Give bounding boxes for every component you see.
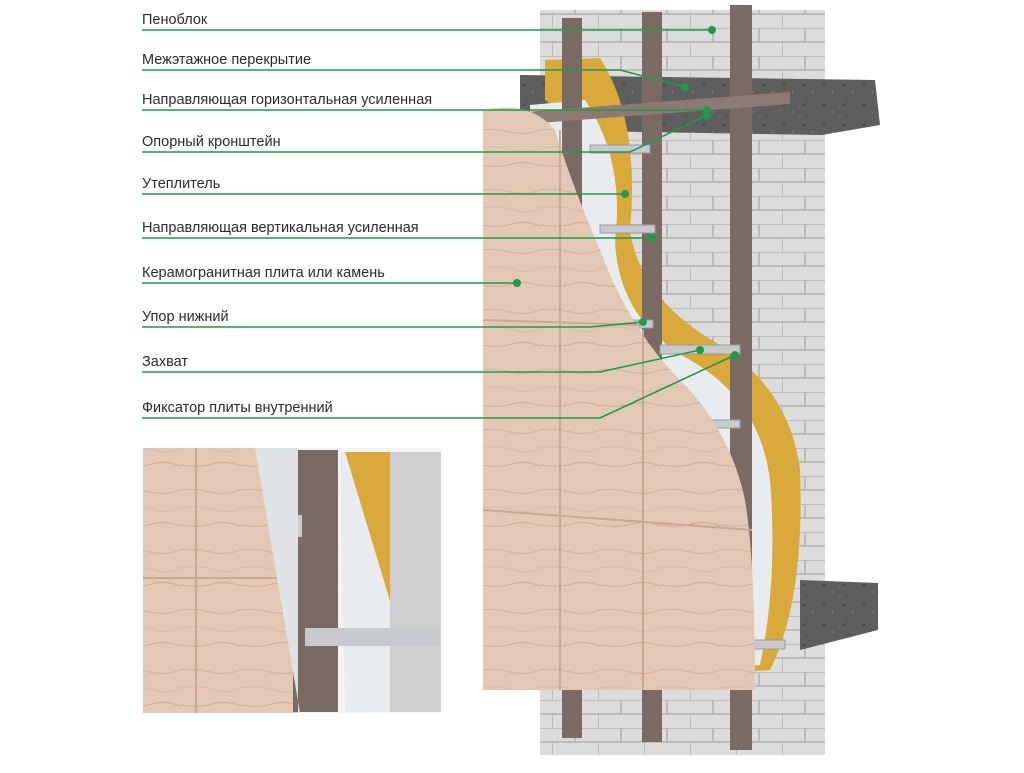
label-stone-slab: Керамогранитная плита или камень (142, 265, 385, 281)
leader-lines (142, 29, 736, 419)
label-floor-slab: Межэтажное перекрытие (142, 52, 312, 68)
label-inner-fixer: Фиксатор плиты внутренний (142, 400, 333, 416)
label-foam-block: Пеноблок (142, 12, 208, 28)
callout-dots (513, 26, 739, 359)
label-support-bracket: Опорный кронштейн (142, 134, 281, 150)
label-insulation: Утеплитель (142, 176, 221, 192)
label-horizontal-guide: Направляющая горизонтальная усиленная (142, 92, 433, 108)
label-clamp: Захват (142, 354, 188, 370)
inset-detail (143, 448, 441, 713)
bracket-2 (599, 224, 656, 234)
horizontal-guide-profile (525, 92, 790, 124)
stone-cladding (483, 107, 755, 690)
floor-slab-bottom (800, 580, 878, 650)
label-bottom-stop: Упор нижний (142, 309, 229, 325)
bracket-1 (589, 144, 651, 154)
label-vertical-guide: Направляющая вертикальная усиленная (142, 220, 419, 236)
